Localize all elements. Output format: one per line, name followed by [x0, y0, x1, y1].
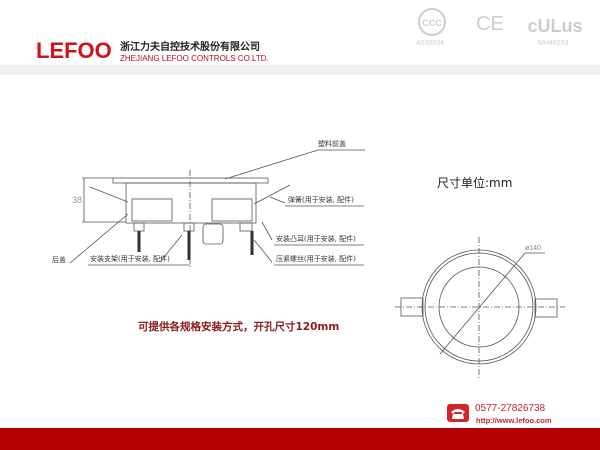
label-spring: 弹簧(用于安装, 配件) [288, 196, 354, 204]
dimension-38: 38 [72, 195, 83, 205]
label-screw: 压紧螺丝(用于安装, 配件) [276, 255, 356, 263]
installation-note: 可提供各规格安装方式，开孔尺寸120mm [138, 321, 340, 333]
certification-logos: CCC CE cULus [418, 8, 583, 36]
website-link[interactable]: http://www.lefoo.com [476, 416, 552, 425]
ul-icon: cULus [527, 16, 582, 36]
phone-icon [447, 404, 469, 422]
ccc-code: A030034 [416, 40, 445, 47]
ul-code: MH46253 [538, 40, 569, 47]
technical-drawing [69, 149, 565, 378]
dotted-divider [0, 65, 600, 75]
company-name-en: ZHEJIANG LEFOO CONTROLS CO.LTD. [120, 54, 269, 63]
ccc-name: CCC [422, 18, 442, 28]
ccc-icon: CCC [418, 8, 446, 36]
diameter-label: ø140 [525, 245, 541, 252]
label-front-cover: 塑料前盖 [318, 140, 346, 148]
footer-bar [0, 428, 600, 450]
phone-number: 0577-27826738 [475, 403, 546, 414]
label-lug: 安装凸耳(用于安装, 配件) [276, 235, 356, 243]
label-bracket: 安装支架(用于安装, 配件) [90, 255, 170, 263]
unit-label: 尺寸单位:mm [437, 176, 513, 190]
lefoo-logo: LEFOO [36, 38, 112, 63]
label-back-cover: 后盖 [52, 256, 66, 264]
company-name-cn: 浙江力夫自控技术股份有限公司 [120, 42, 260, 53]
ce-icon: CE [476, 13, 504, 35]
